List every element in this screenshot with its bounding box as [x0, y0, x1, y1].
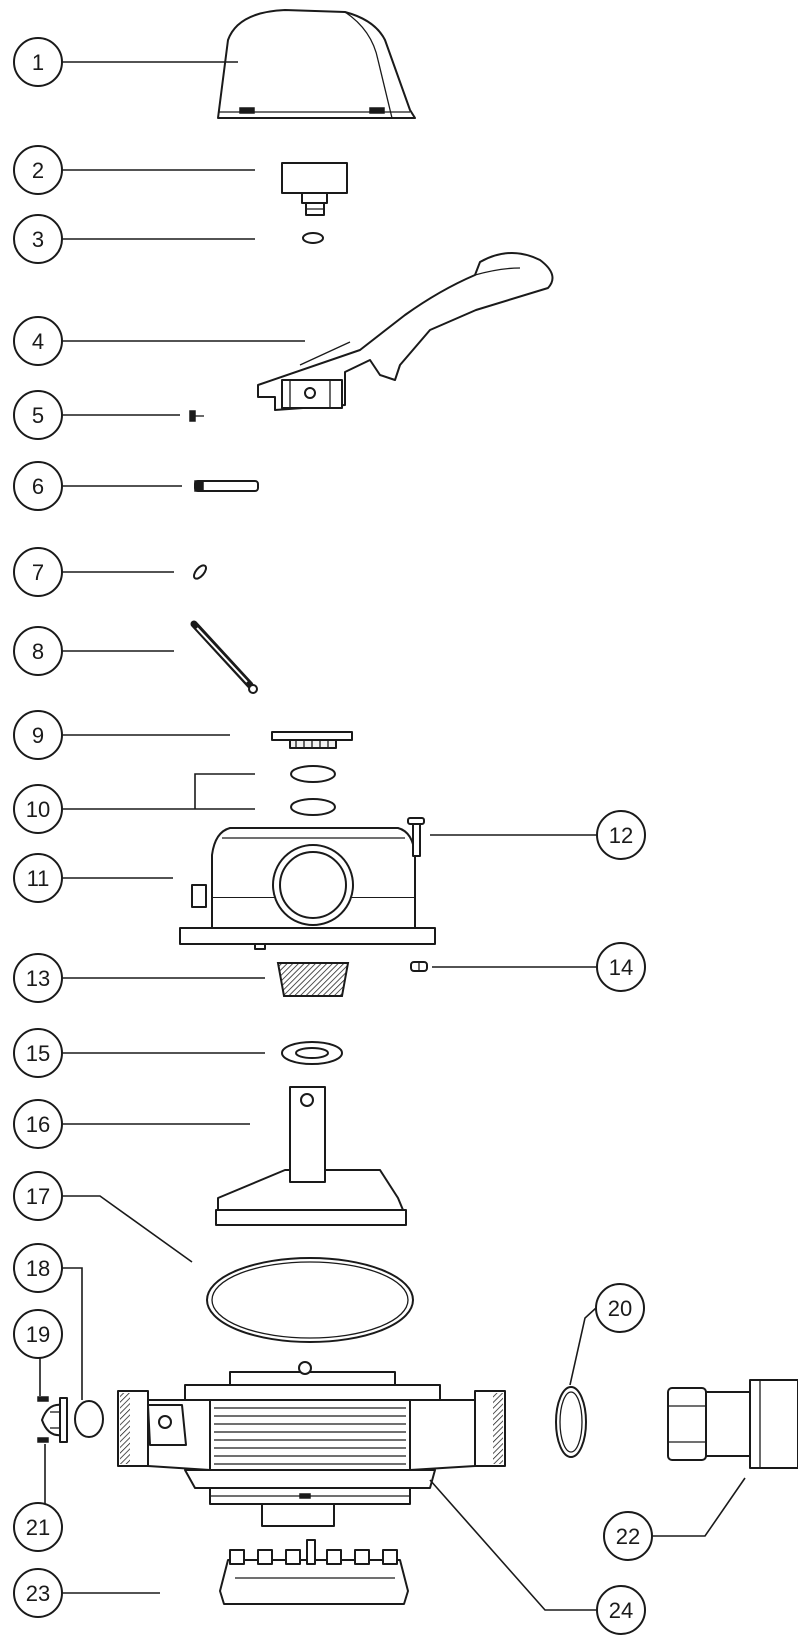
part-12-bolt — [407, 817, 425, 857]
callout-23-label: 23 — [26, 1581, 50, 1606]
part-19-21-fitting — [37, 1396, 68, 1443]
callout-14-label: 14 — [609, 955, 633, 980]
callout-22: 22 — [603, 1511, 653, 1561]
callout-4-label: 4 — [32, 329, 44, 354]
part-4-handle — [257, 251, 554, 411]
callout-21-label: 21 — [26, 1515, 50, 1540]
callout-2-label: 2 — [32, 158, 44, 183]
callout-2: 2 — [13, 145, 63, 195]
callout-11-label: 11 — [27, 866, 50, 891]
callout-6-label: 6 — [32, 474, 44, 499]
callout-13-label: 13 — [26, 966, 50, 991]
part-13-filter-screen — [276, 962, 350, 997]
part-23-lateral-base — [219, 1539, 409, 1605]
part-6-pin — [194, 480, 259, 492]
part-24-valve-body — [117, 1361, 506, 1527]
callout-8-label: 8 — [32, 639, 44, 664]
callout-1-label: 1 — [32, 50, 44, 75]
part-14-plug — [410, 961, 428, 972]
callout-5-label: 5 — [32, 403, 44, 428]
callout-6: 6 — [13, 461, 63, 511]
callout-9: 9 — [13, 710, 63, 760]
callout-18-label: 18 — [26, 1256, 50, 1281]
leader-lines — [39, 61, 746, 1611]
callout-19-label: 19 — [26, 1322, 50, 1347]
callout-11: 11 — [13, 853, 63, 903]
callout-19: 19 — [13, 1309, 63, 1359]
part-9-rotor-disc — [271, 731, 353, 749]
callout-12-label: 12 — [609, 823, 633, 848]
part-16-diverter — [215, 1086, 407, 1226]
callout-7-label: 7 — [32, 560, 44, 585]
part-17-gasket — [206, 1257, 414, 1343]
callout-17-label: 17 — [26, 1184, 50, 1209]
part-11-valve-lid — [179, 827, 436, 950]
callout-23: 23 — [13, 1568, 63, 1618]
callout-7: 7 — [13, 547, 63, 597]
callout-24-label: 24 — [609, 1598, 633, 1623]
callout-5: 5 — [13, 390, 63, 440]
part-8-spring-rod — [190, 620, 258, 694]
part-1-cover — [217, 9, 416, 119]
callout-20-label: 20 — [608, 1296, 632, 1321]
callout-9-label: 9 — [32, 723, 44, 748]
callout-16-label: 16 — [26, 1112, 50, 1137]
callout-14: 14 — [596, 942, 646, 992]
leader-10 — [62, 773, 255, 810]
callout-22-label: 22 — [616, 1524, 640, 1549]
callout-4: 4 — [13, 316, 63, 366]
callout-13: 13 — [13, 953, 63, 1003]
callout-24: 24 — [596, 1585, 646, 1635]
callout-15: 15 — [13, 1028, 63, 1078]
callout-3-label: 3 — [32, 227, 44, 252]
part-15-washer — [281, 1041, 343, 1065]
leader-20 — [569, 1307, 597, 1386]
leader-18 — [62, 1267, 83, 1400]
callout-12: 12 — [596, 810, 646, 860]
callout-17: 17 — [13, 1171, 63, 1221]
callout-15-label: 15 — [26, 1041, 50, 1066]
part-7-tiny-oring — [193, 564, 207, 580]
part-20-oring — [555, 1386, 587, 1458]
part-2-cap — [281, 162, 348, 216]
part-3-small-oring — [302, 232, 324, 244]
callout-10-label: 10 — [26, 797, 50, 822]
callout-18: 18 — [13, 1243, 63, 1293]
callout-3: 3 — [13, 214, 63, 264]
leader-22 — [652, 1477, 746, 1537]
part-5-screw — [189, 410, 204, 422]
callout-21: 21 — [13, 1502, 63, 1552]
leader-24 — [429, 1479, 597, 1611]
leader-17 — [62, 1195, 193, 1263]
callout-10: 10 — [13, 784, 63, 834]
callout-20: 20 — [595, 1283, 645, 1333]
callout-8: 8 — [13, 626, 63, 676]
part-18-oring — [74, 1400, 104, 1438]
part-10-orings — [290, 765, 336, 816]
part-22-union — [667, 1379, 798, 1469]
callout-1: 1 — [13, 37, 63, 87]
callout-16: 16 — [13, 1099, 63, 1149]
